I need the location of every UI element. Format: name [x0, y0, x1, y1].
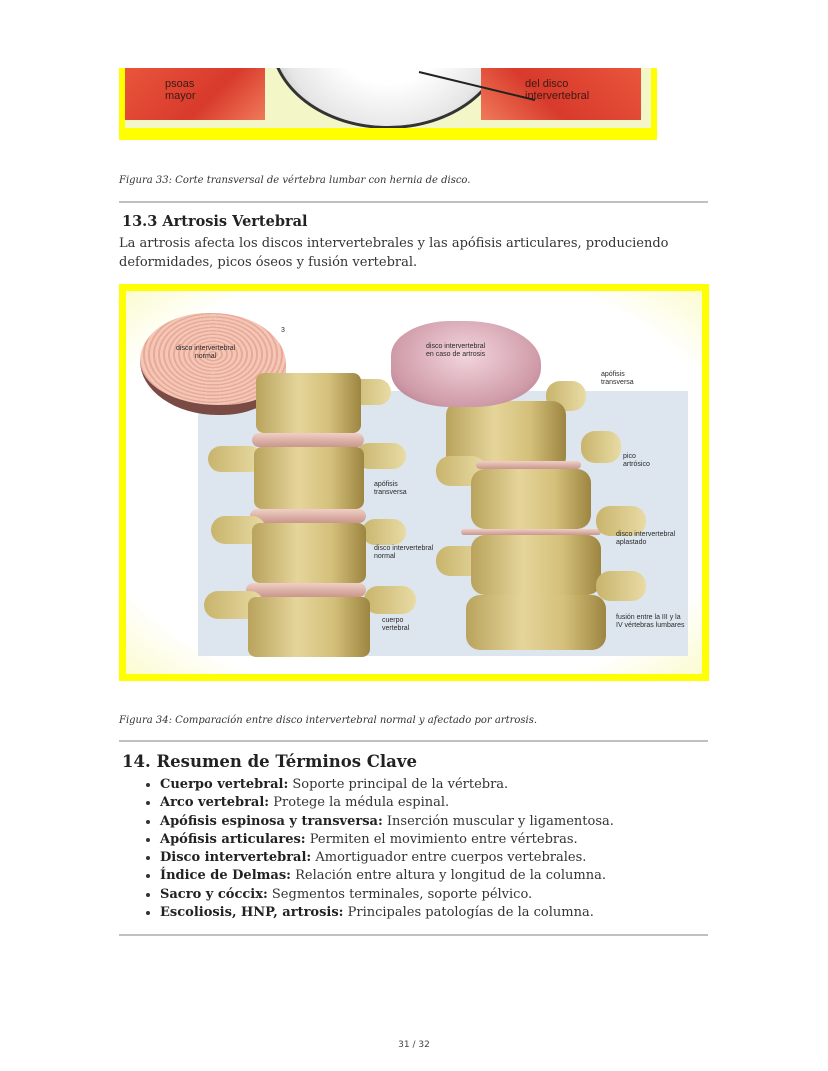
figure-34-caption: Figura 34: Comparación entre disco inter… — [119, 715, 538, 726]
figure-33-caption: Figura 33: Corte transversal de vértebra… — [119, 175, 471, 186]
label-number: 3 — [281, 327, 285, 334]
label-cuerpo: cuerpo vertebral — [382, 617, 410, 632]
label-pico: pico artrósico — [623, 453, 650, 468]
term: Apófisis articulares: — [160, 831, 306, 847]
figure-33-image: psoas mayor del disco intervertebral — [119, 68, 657, 140]
vertebra-body-4 — [248, 597, 370, 657]
page-number: 31 / 32 — [398, 1040, 430, 1050]
section-heading-14: 14. Resumen de Términos Clave — [122, 752, 417, 771]
arthritic-vertebra-4 — [466, 595, 606, 650]
arthritic-disc-illustration — [391, 321, 541, 407]
label-psoas: psoas mayor — [165, 78, 196, 102]
vertebra-body-1 — [256, 373, 361, 433]
list-item: Escoliosis, HNP, artrosis: Principales p… — [160, 904, 614, 922]
transverse-process — [362, 519, 406, 545]
label-fusion: fusión entre la III y la IV vértebras lu… — [616, 614, 685, 629]
flattened-disc — [461, 529, 601, 535]
arthritic-disc — [476, 461, 581, 469]
term-description: Amortiguador entre cuerpos vertebrales. — [311, 850, 587, 866]
list-item: Índice de Delmas: Relación entre altura … — [160, 867, 614, 885]
label-disco-left: disco intervertebral normal — [374, 545, 434, 560]
divider — [119, 740, 708, 742]
label-apofisis-left: apófisis transversa — [374, 481, 407, 496]
key-terms-list: Cuerpo vertebral: Soporte principal de l… — [140, 776, 614, 922]
figure-34-frame: 3 disco intervertebral normal apófisis t… — [126, 291, 702, 674]
term: Cuerpo vertebral: — [160, 777, 289, 792]
label-apofisis-right: apófisis transversa — [601, 371, 634, 386]
label-disc-normal: disco intervertebral normal — [176, 345, 236, 360]
figure-33-frame: psoas mayor del disco intervertebral — [125, 68, 651, 128]
term: Índice de Delmas: — [160, 868, 291, 884]
disc-2 — [250, 509, 366, 523]
term: Escoliosis, HNP, artrosis: — [160, 905, 344, 921]
term: Apófisis espinosa y transversa: — [160, 813, 383, 829]
list-item: Arco vertebral: Protege la médula espina… — [160, 794, 614, 812]
pointer-line-icon — [418, 71, 536, 101]
term: Arco vertebral: — [160, 795, 270, 811]
transverse-process — [364, 586, 416, 614]
term: Sacro y cóccix: — [160, 886, 268, 902]
term-description: Relación entre altura y longitud de la c… — [290, 868, 606, 884]
term: Disco intervertebral: — [160, 850, 312, 866]
list-item: Apófisis articulares: Permiten el movimi… — [160, 831, 614, 849]
divider — [119, 201, 708, 203]
label-aplastado: disco intervertebral aplastado — [616, 531, 676, 546]
psoas-muscle-illustration — [125, 68, 265, 120]
arthritic-vertebra-2 — [471, 469, 591, 529]
list-item: Disco intervertebral: Amortiguador entre… — [160, 849, 614, 867]
term-description: Segmentos terminales, soporte pélvico. — [267, 886, 533, 902]
transverse-process — [356, 443, 406, 469]
vertebra-body-2 — [254, 447, 364, 509]
label-disco: del disco intervertebral — [525, 78, 590, 102]
figure-34-image: 3 disco intervertebral normal apófisis t… — [119, 284, 709, 681]
divider — [119, 934, 708, 936]
term-description: Permiten el movimiento entre vértebras. — [305, 831, 578, 847]
list-item: Cuerpo vertebral: Soporte principal de l… — [160, 776, 614, 794]
arthritic-vertebra-3 — [471, 535, 601, 595]
disc-3 — [246, 583, 366, 597]
section-13-3-paragraph: La artrosis afecta los discos interverte… — [119, 236, 669, 270]
vertebra-body-3 — [252, 523, 366, 583]
term-description: Principales patologías de la columna. — [343, 905, 594, 921]
term-description: Inserción muscular y ligamentosa. — [382, 813, 614, 829]
transverse-process — [596, 506, 646, 536]
transverse-process — [208, 446, 263, 472]
transverse-process — [581, 431, 621, 463]
transverse-process — [596, 571, 646, 601]
list-item: Sacro y cóccix: Segmentos terminales, so… — [160, 886, 614, 904]
term-description: Soporte principal de la vértebra. — [288, 777, 509, 792]
section-heading-13-3: 13.3 Artrosis Vertebral — [122, 213, 308, 230]
term-description: Protege la médula espinal. — [269, 795, 450, 811]
label-disc-artrosis: disco intervertebral en caso de artrosis — [426, 343, 486, 358]
disc-1 — [252, 433, 364, 447]
list-item: Apófisis espinosa y transversa: Inserció… — [160, 813, 614, 831]
